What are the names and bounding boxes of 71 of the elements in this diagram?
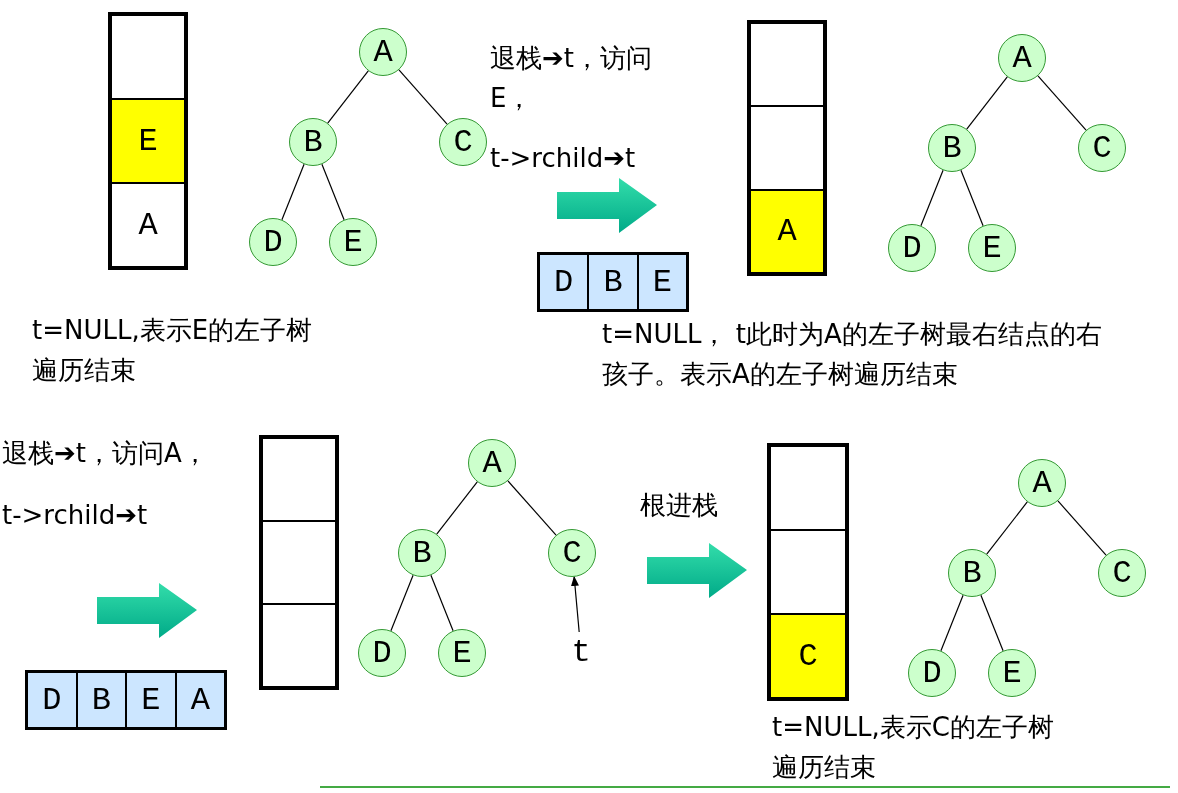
stack-cell — [770, 530, 846, 614]
tree-node-circle: C — [439, 118, 487, 166]
tree-branch-line — [986, 501, 1028, 555]
tree-node-circle: D — [358, 629, 406, 677]
tree-node-circle: E — [968, 224, 1016, 272]
tree-node-circle: C — [1078, 124, 1126, 172]
sequence-box — [25, 670, 227, 730]
tree-branch-line — [980, 594, 1004, 652]
note-text: t=NULL,表示C的左子树遍历结束 — [772, 711, 1055, 784]
sequence-cell: D — [27, 672, 77, 728]
note-text: 退栈➔t，访问E， — [490, 42, 653, 115]
tree-node-circle: B — [398, 529, 446, 577]
tree-branch-line — [940, 594, 964, 652]
tree-branch-line — [321, 163, 345, 221]
stack-cell — [111, 15, 185, 99]
tree-branch-line — [390, 574, 414, 632]
stack-cell: A — [111, 183, 185, 267]
tree-node-circle: E — [329, 218, 377, 266]
tree-branch-line — [430, 574, 454, 632]
pointer-arrow — [571, 575, 580, 633]
sequence-cell: A — [175, 672, 225, 728]
stack-cell: C — [770, 614, 846, 698]
tree-node-circle: D — [888, 224, 936, 272]
pointer-label: t — [566, 632, 596, 672]
stack-cell — [262, 521, 336, 604]
sequence-cell: D — [539, 254, 589, 310]
tree-branch-line — [1057, 500, 1107, 556]
sequence-cell: E — [126, 672, 176, 728]
note-text: t=NULL,表示E的左子树遍历结束 — [32, 314, 314, 387]
tree-branch-line — [960, 169, 984, 227]
sequence-cell: E — [637, 254, 687, 310]
stack-cell: E — [111, 99, 185, 183]
note-text: 根进栈 — [640, 489, 719, 522]
stack-cell — [262, 438, 336, 521]
stack-cell — [750, 106, 824, 190]
stack-box — [767, 443, 849, 701]
note-text: t->rchild➔t — [490, 142, 637, 175]
tree-branch-line — [1037, 75, 1087, 131]
note-text: 退栈➔t，访问A， — [2, 437, 209, 470]
tree-branch-line — [436, 481, 478, 535]
stack-box — [108, 12, 188, 270]
tree-node-circle: A — [998, 34, 1046, 82]
note-text: t->rchild➔t — [2, 499, 149, 532]
tree-node-circle: D — [908, 649, 956, 697]
tree-node-circle: E — [988, 649, 1036, 697]
tree-node-circle: E — [438, 629, 486, 677]
tree-node-circle: B — [928, 124, 976, 172]
stack-cell — [750, 23, 824, 107]
tree-branch-line — [398, 69, 448, 125]
stack-cell — [262, 604, 336, 687]
tree-node-circle: C — [548, 529, 596, 577]
tree-branch-line — [281, 163, 305, 221]
sequence-box — [537, 252, 689, 312]
sequence-cell: B — [588, 254, 638, 310]
sequence-cell: B — [76, 672, 126, 728]
stack-cell: A — [750, 189, 824, 273]
tree-branch-line — [920, 169, 944, 227]
tree-node-circle: B — [289, 118, 337, 166]
tree-branch-line — [327, 70, 369, 124]
tree-node-circle: D — [249, 218, 297, 266]
tree-node-circle: A — [359, 28, 407, 76]
stack-box — [747, 20, 827, 276]
tree-branch-line — [507, 480, 557, 536]
tree-branch-line — [966, 76, 1008, 130]
tree-node-circle: A — [1018, 459, 1066, 507]
note-text: t=NULL， t此时为A的左子树最右结点的右孩子。表示A的左子树遍历结束 — [602, 318, 1103, 391]
tree-node-circle: B — [948, 549, 996, 597]
stack-box — [259, 435, 339, 690]
tree-node-circle: C — [1098, 549, 1146, 597]
stack-cell — [770, 446, 846, 530]
tree-node-circle: A — [468, 439, 516, 487]
